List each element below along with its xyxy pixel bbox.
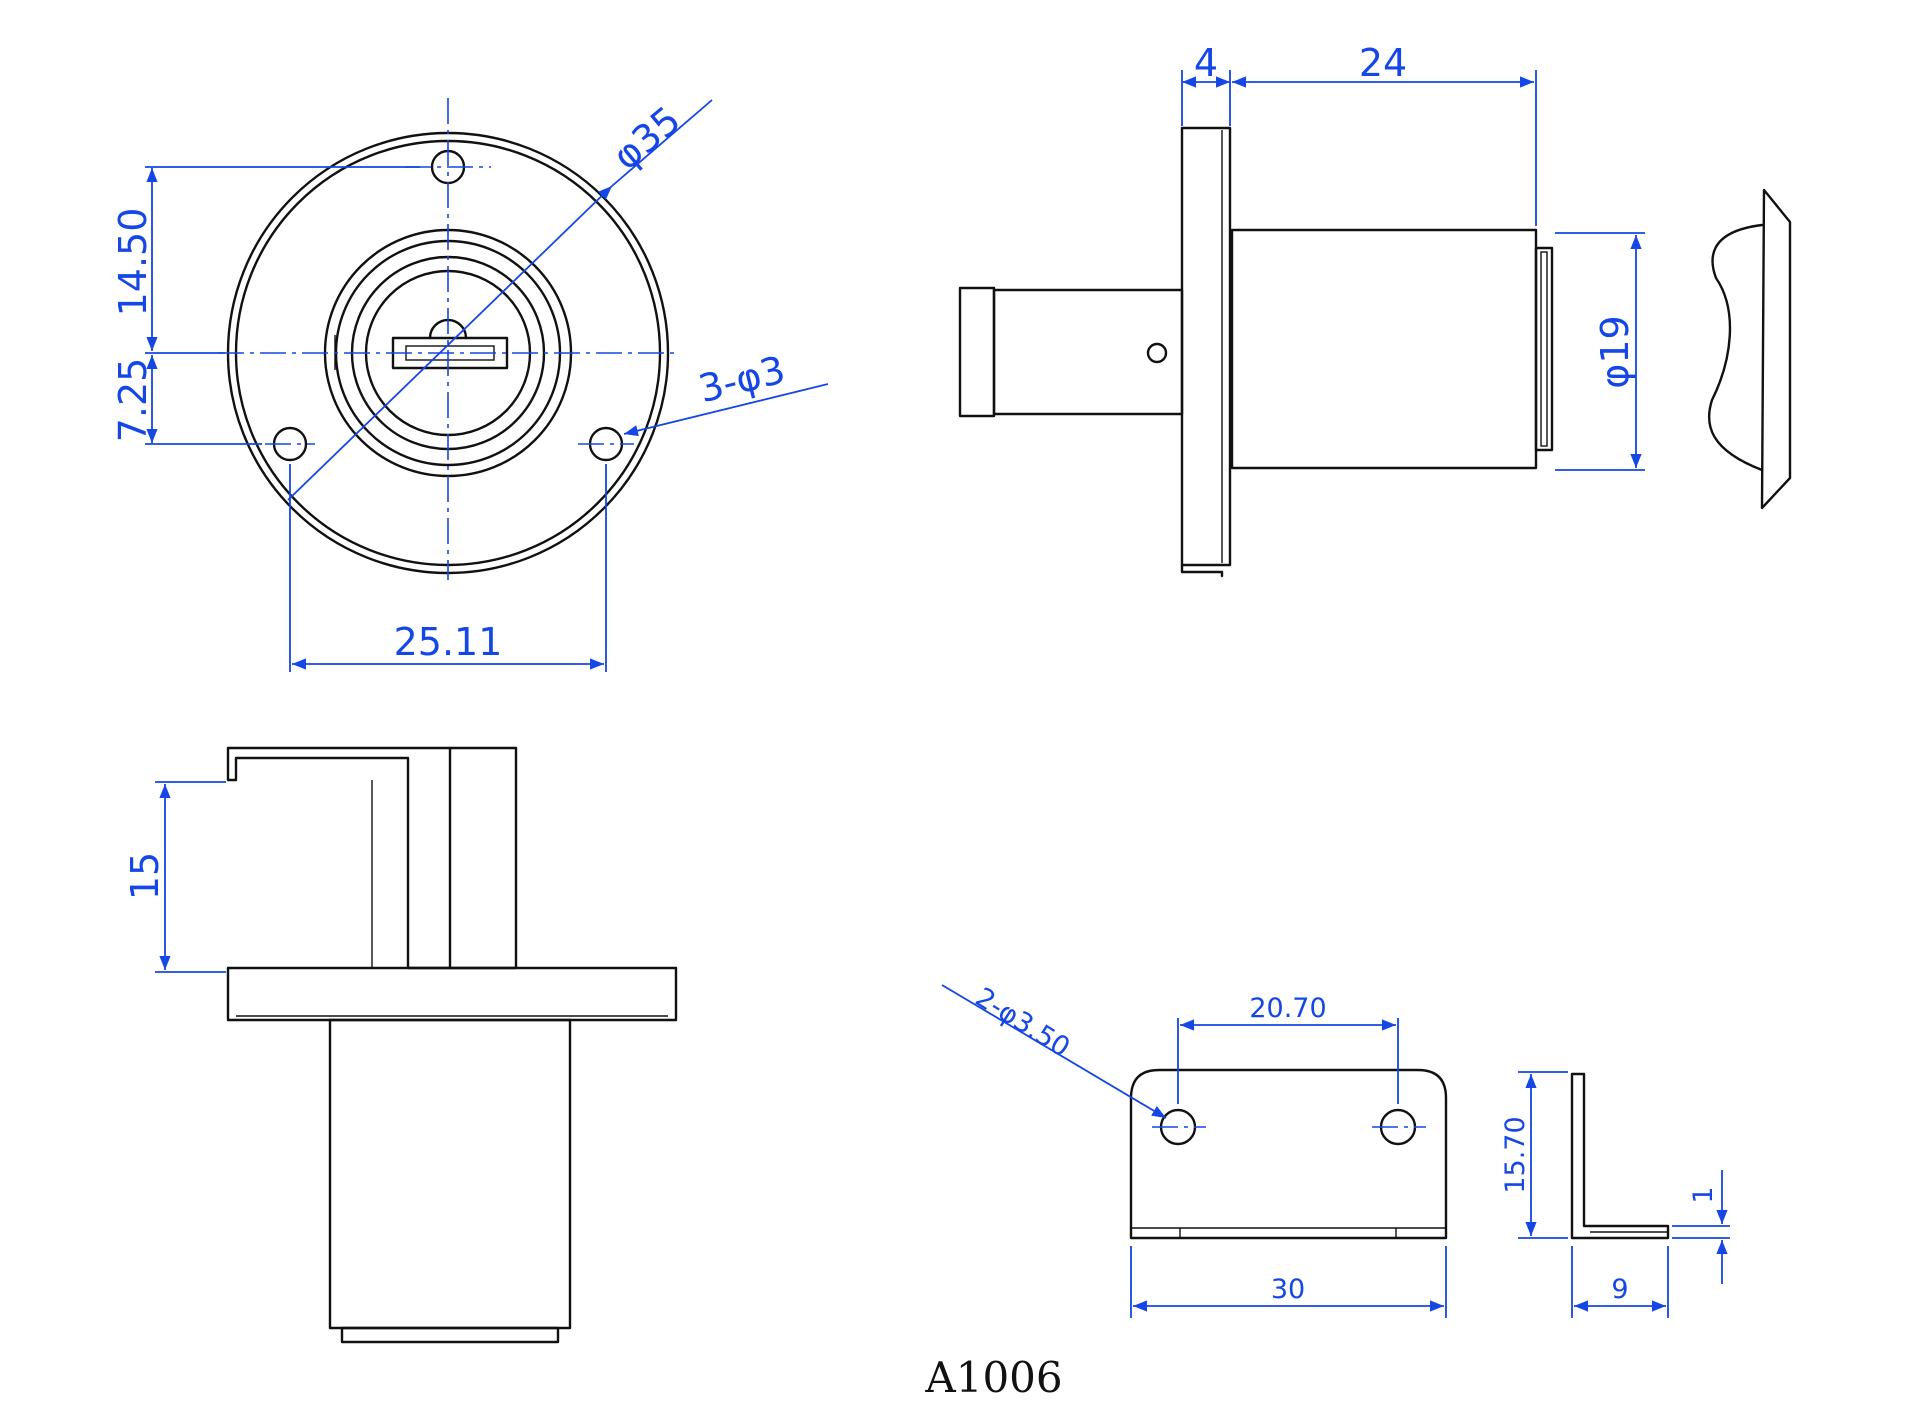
flange-profile	[1180, 126, 1232, 567]
dim-bracket-holes-label: 2-φ3.50	[970, 982, 1075, 1064]
flange-lip	[1180, 563, 1224, 578]
cylinder-side-cap	[340, 1326, 560, 1344]
bolt-pin-hole	[1146, 342, 1168, 364]
front-view: 14.50 7.25 25.11 φ35 3-φ3	[111, 98, 829, 672]
bolt-hook	[226, 746, 452, 970]
dim-lower-offset-label: 7.25	[111, 358, 155, 443]
dim-hole-spacing-label: 20.70	[1249, 993, 1326, 1024]
dim-flange-label: 4	[1194, 41, 1218, 85]
dim-holes-label: 3-φ3	[694, 347, 789, 411]
leader-diameter-body	[287, 185, 613, 501]
dim-body-length-label: 24	[1359, 41, 1407, 85]
cylinder-side	[328, 1018, 572, 1330]
dim-bracket-width-label: 30	[1271, 1274, 1305, 1305]
dim-bracket-height-label: 15.70	[1500, 1116, 1531, 1193]
dim-hole-span-label: 25.11	[394, 620, 503, 664]
side-view: 4 24 φ19	[958, 41, 1792, 578]
cylinder-cap	[1534, 246, 1554, 452]
dim-thickness-label: 1	[1688, 1186, 1719, 1203]
bracket-plate	[1129, 1068, 1448, 1240]
leader-bracket-holes	[941, 984, 1167, 1119]
bracket-l-profile	[1570, 1072, 1670, 1240]
model-label: A1006	[924, 1353, 1062, 1402]
cylinder-body	[1230, 228, 1538, 470]
strike-plate-profile	[1708, 223, 1764, 472]
dim-height-label: 15	[123, 852, 167, 900]
bolt-shaft	[992, 288, 1184, 416]
leader-diameter-body-tail	[611, 99, 713, 187]
dim-bracket-depth-label: 9	[1611, 1274, 1628, 1305]
flange-side	[226, 966, 678, 1022]
strike-plate-edge	[1760, 188, 1792, 510]
dim-upper-offset-label: 14.50	[111, 208, 155, 317]
bolt-block	[448, 746, 518, 970]
bracket-bend-line	[1131, 1227, 1446, 1238]
cylinder-cap-inner	[1540, 251, 1548, 447]
dim-diameter-body-label: φ35	[604, 98, 689, 179]
dim-diameter-cylinder-label: φ19	[1593, 315, 1637, 388]
bottom-view: 15	[123, 746, 678, 1344]
bolt-head	[958, 286, 996, 418]
bracket-view: 2-φ3.50 20.70 30 15.70 9 1	[941, 982, 1730, 1318]
leader-holes	[623, 383, 829, 437]
